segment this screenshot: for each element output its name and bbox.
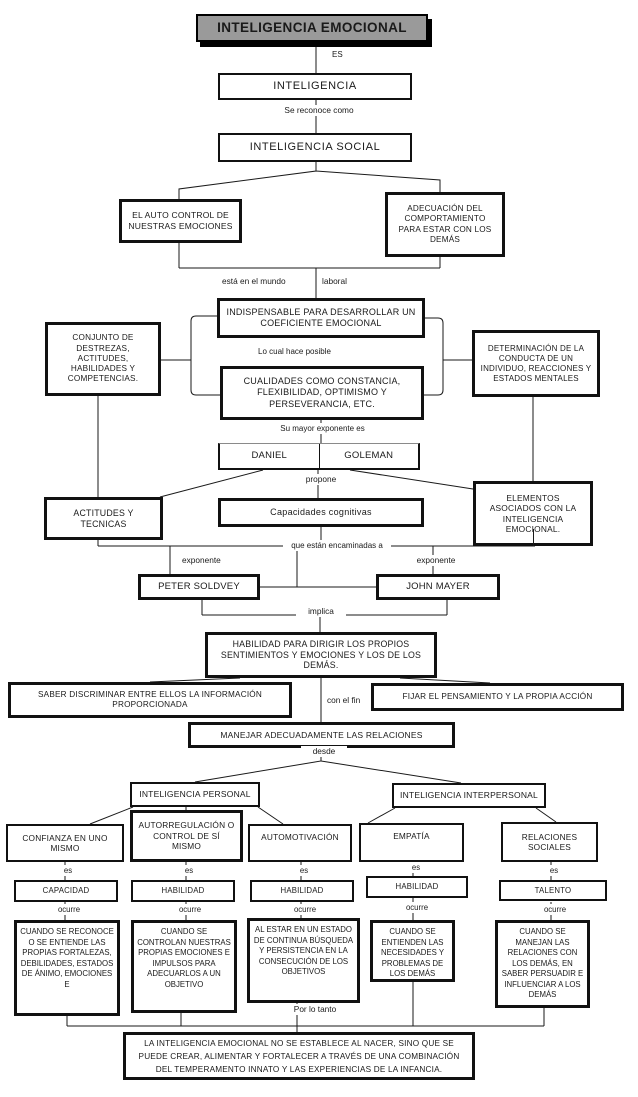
node-adecuacion: ADECUACIÓN DEL COMPORTAMIENTO PARA ESTAR…: [385, 192, 505, 257]
node-conjunto: CONJUNTO DE DESTREZAS, ACTITUDES, HABILI…: [45, 322, 161, 396]
node-fijar-pensamiento: FIJAR EL PENSAMIENTO Y LA PROPIA ACCIÓN: [371, 683, 624, 711]
node-saber-discriminar: SABER DISCRIMINAR ENTRE ELLOS LA INFORMA…: [8, 682, 292, 718]
node-desc-confianza: CUANDO SE RECONOCE O SE ENTIENDE LAS PRO…: [14, 920, 120, 1016]
node-inteligencia: INTELIGENCIA: [218, 73, 412, 100]
node-habilidad-4: HABILIDAD: [366, 876, 468, 898]
node-peter-soldvey: PETER SOLDVEY: [138, 574, 260, 600]
node-habilidad-2: HABILIDAD: [131, 880, 235, 902]
label-es-1: es: [57, 865, 79, 876]
node-daniel: DANIEL: [251, 450, 288, 462]
label-ocurre-4: ocurre: [398, 902, 436, 913]
node-manejar: MANEJAR ADECUADAMENTE LAS RELACIONES: [188, 722, 455, 748]
node-inteligencia-social: INTELIGENCIA SOCIAL: [218, 133, 412, 162]
node-capacidades: Capacidades cognitivas: [218, 498, 424, 527]
node-conclusion: LA INTELIGENCIA EMOCIONAL NO SE ESTABLEC…: [123, 1032, 475, 1080]
node-capacidad: CAPACIDAD: [14, 880, 118, 902]
node-desc-automotivacion: AL ESTAR EN UN ESTADO DE CONTINUA BÚSQUE…: [247, 918, 360, 1003]
elementos-cross-line: [533, 529, 534, 546]
label-encaminadas: que están encaminadas a: [283, 540, 391, 551]
label-ocurre-5: ocurre: [536, 904, 574, 915]
label-implica: implica: [296, 606, 346, 617]
label-es-5: es: [543, 865, 565, 876]
label-propone: propone: [294, 474, 348, 485]
label-ocurre-1: ocurre: [50, 904, 88, 915]
node-goleman: GOLEMAN: [318, 444, 419, 468]
node-inteligencia-interpersonal: INTELIGENCIA INTERPERSONAL: [392, 783, 546, 808]
label-laboral: laboral: [322, 276, 347, 286]
label-lo-cual: Lo cual hace posible: [258, 347, 331, 356]
label-con-el-fin: con el fin: [327, 695, 361, 705]
label-por-lo-tanto: Por lo tanto: [286, 1004, 344, 1015]
label-ocurre-3: ocurre: [286, 904, 324, 915]
node-cualidades: CUALIDADES COMO CONSTANCIA, FLEXIBILIDAD…: [220, 366, 424, 420]
node-desc-autorregulacion: CUANDO SE CONTROLAN NUESTRAS PROPIAS EMO…: [131, 920, 237, 1013]
node-autorregulacion: AUTORREGULACIÓN O CONTROL DE SÍ MISMO: [130, 810, 243, 862]
node-relaciones-sociales: RELACIONES SOCIALES: [501, 822, 598, 862]
label-es-4: es: [405, 862, 427, 873]
label-es-2: es: [178, 865, 200, 876]
node-inteligencia-personal: INTELIGENCIA PERSONAL: [130, 782, 260, 807]
label-exponente-left: exponente: [182, 555, 221, 565]
label-esta-en-el-mundo: está en el mundo: [222, 276, 286, 286]
label-su-mayor: Su mayor exponente es: [262, 423, 383, 434]
node-elementos: ELEMENTOS ASOCIADOS CON LA INTELIGENCIA …: [473, 481, 593, 546]
node-habilidad-3: HABILIDAD: [250, 880, 354, 902]
node-auto-control: EL AUTO CONTROL DE NUESTRAS EMOCIONES: [119, 199, 242, 243]
node-habilidad-dirigir: HABILIDAD PARA DIRIGIR LOS PROPIOS SENTI…: [205, 632, 437, 678]
node-actitudes: ACTITUDES Y TECNICAS: [44, 497, 163, 540]
node-empatia: EMPATÍA: [359, 823, 464, 862]
node-determinacion: DETERMINACIÓN DE LA CONDUCTA DE UN INDIV…: [472, 330, 600, 397]
node-title: INTELIGENCIA EMOCIONAL: [196, 14, 428, 42]
label-ocurre-2: ocurre: [171, 904, 209, 915]
label-se-reconoce: Se reconoce como: [266, 105, 372, 116]
node-talento: TALENTO: [499, 880, 607, 901]
node-desc-relaciones: CUANDO SE MANEJAN LAS RELACIONES CON LOS…: [495, 920, 590, 1008]
node-indispensable: INDISPENSABLE PARA DESARROLLAR UN COEFIC…: [217, 298, 425, 338]
node-automotivacion: AUTOMOTIVACIÓN: [248, 824, 352, 862]
label-desde: desde: [301, 746, 347, 757]
connector-paths: [64, 42, 557, 1033]
node-confianza: CONFIANZA EN UNO MISMO: [6, 824, 124, 862]
node-desc-empatia: CUANDO SE ENTIENDEN LAS NECESIDADES Y PR…: [370, 920, 455, 982]
label-es-3: es: [293, 865, 315, 876]
node-daniel-goleman: DANIEL GOLEMAN: [218, 443, 420, 470]
node-john-mayer: JOHN MAYER: [376, 574, 500, 600]
label-es-top: ES: [332, 50, 343, 59]
label-exponente-right: exponente: [408, 555, 464, 566]
